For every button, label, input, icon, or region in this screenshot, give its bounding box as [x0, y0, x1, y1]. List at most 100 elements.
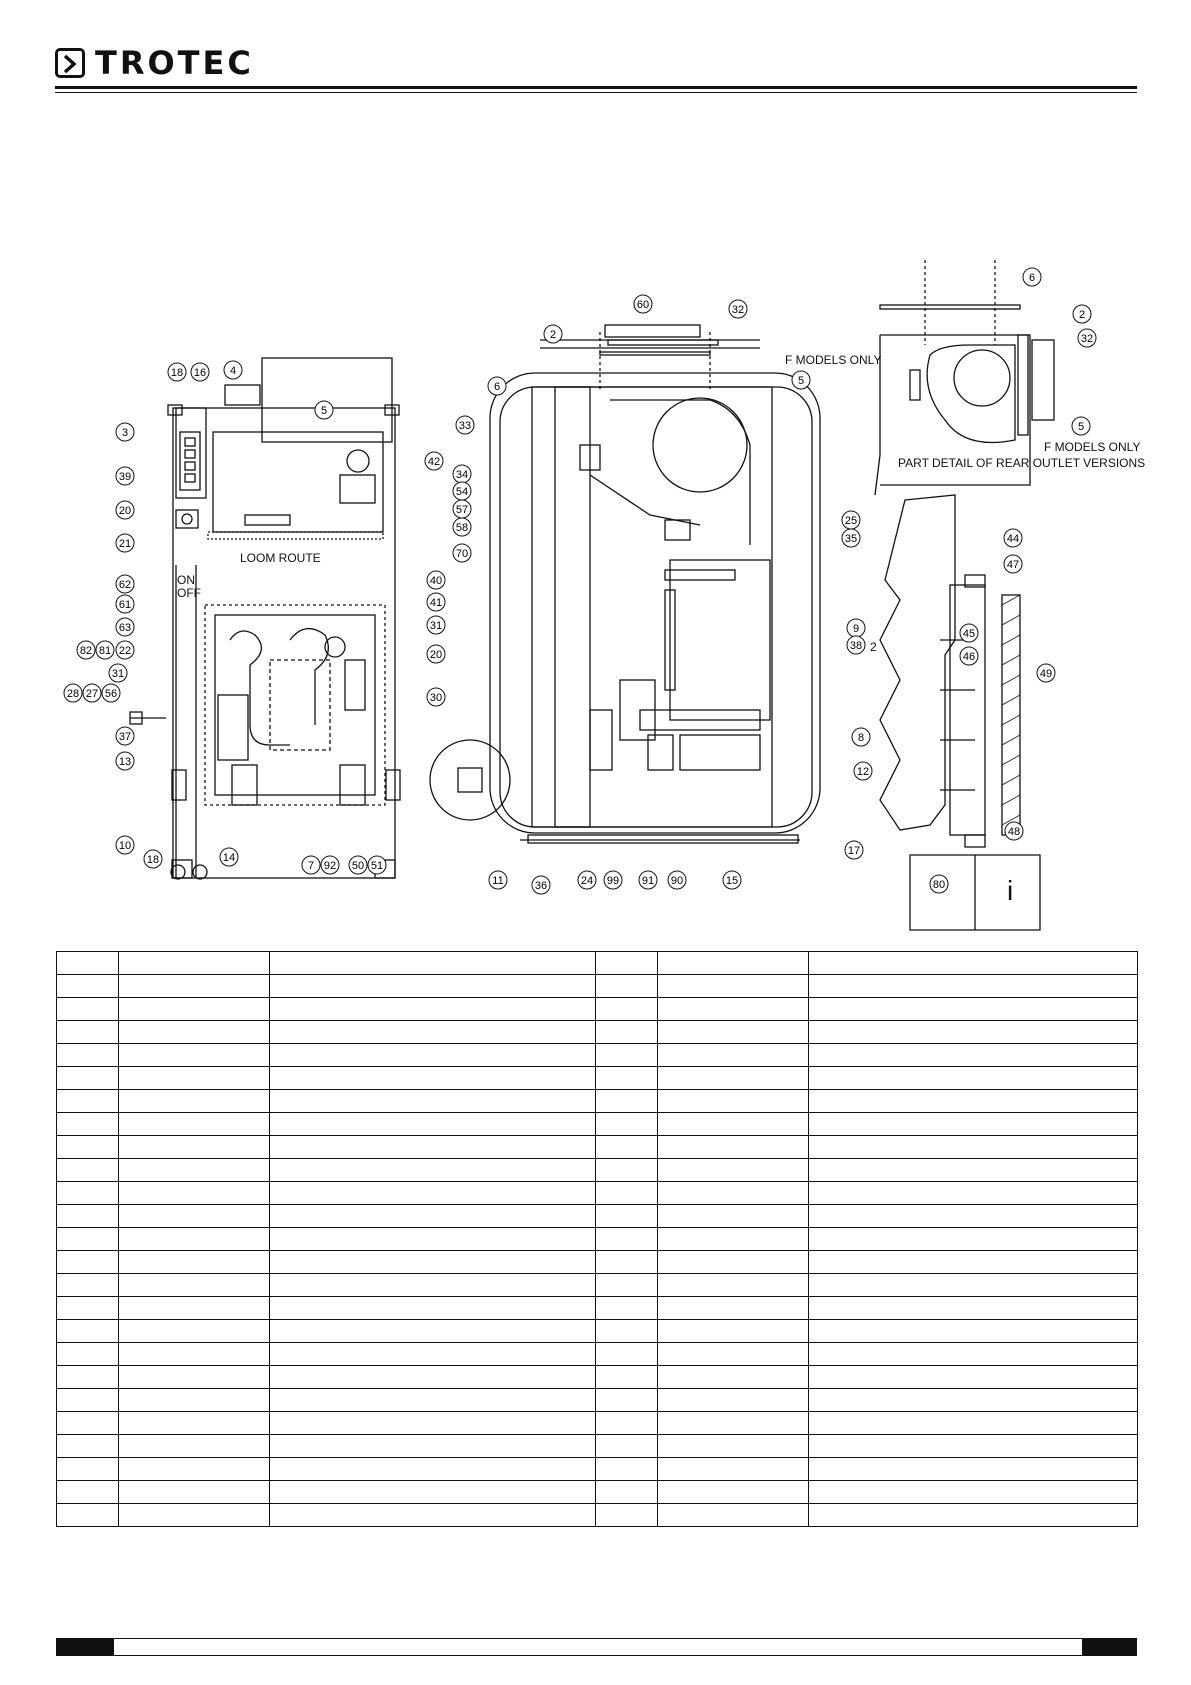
- table-cell: [595, 1296, 658, 1320]
- table-cell: [269, 1273, 596, 1297]
- table-cell: [269, 1066, 596, 1090]
- table-row: [56, 1388, 1138, 1412]
- callout-side-2: 2: [543, 324, 563, 344]
- svg-text:28: 28: [67, 688, 79, 700]
- front-casing: [172, 407, 396, 879]
- svg-text:18: 18: [171, 367, 183, 379]
- table-cell: [56, 1480, 119, 1504]
- svg-text:25: 25: [845, 515, 857, 527]
- svg-text:35: 35: [845, 533, 857, 545]
- table-cell: [118, 1273, 270, 1297]
- table-cell: [808, 1089, 1138, 1113]
- table-cell: [595, 951, 658, 975]
- table-row: [56, 1296, 1138, 1320]
- table-cell: [56, 1273, 119, 1297]
- table-cell: [269, 951, 596, 975]
- svg-text:56: 56: [105, 688, 117, 700]
- chevron-right-icon: [55, 48, 85, 78]
- table-cell: [657, 1319, 809, 1343]
- svg-text:2: 2: [550, 329, 556, 341]
- svg-text:13: 13: [119, 756, 131, 768]
- callout-side-16: 12: [853, 761, 873, 781]
- svg-text:12: 12: [857, 766, 869, 778]
- table-cell: [269, 974, 596, 998]
- table-cell: [269, 1319, 596, 1343]
- table-cell: [808, 974, 1138, 998]
- table-cell: [808, 1273, 1138, 1297]
- callout-front-1: 16: [190, 362, 210, 382]
- callout-front-30: 41: [426, 592, 446, 612]
- svg-text:34: 34: [456, 469, 468, 481]
- svg-text:16: 16: [194, 367, 206, 379]
- table-cell: [56, 997, 119, 1021]
- callout-side-3: 5: [791, 370, 811, 390]
- svg-text:57: 57: [456, 504, 468, 516]
- table-row: [56, 1457, 1138, 1481]
- table-cell: [118, 1043, 270, 1067]
- svg-text:44: 44: [1007, 533, 1019, 545]
- callout-side-6: 34: [452, 464, 472, 484]
- svg-text:82: 82: [80, 645, 92, 657]
- callout-side-20: 91: [638, 870, 658, 890]
- svg-text:11: 11: [492, 875, 503, 887]
- callout-detail-8: 49: [1036, 663, 1056, 683]
- table-cell: [56, 1043, 119, 1067]
- table-cell: [657, 1503, 809, 1527]
- svg-text:30: 30: [430, 692, 442, 704]
- svg-text:39: 39: [119, 471, 131, 483]
- table-cell: [56, 974, 119, 998]
- table-cell: [269, 1296, 596, 1320]
- table-row: [56, 1273, 1138, 1297]
- table-cell: [595, 974, 658, 998]
- table-cell: [269, 1089, 596, 1113]
- parts-drawing-svg: LOOM ROUTE ON OFF F MODELS ONLY F MODELS…: [63, 260, 1145, 931]
- table-cell: [657, 1089, 809, 1113]
- svg-text:5: 5: [1078, 421, 1084, 433]
- table-cell: [269, 1181, 596, 1205]
- table-cell: [595, 1365, 658, 1389]
- table-row: [56, 1480, 1138, 1504]
- callout-front-25: 50: [348, 855, 368, 875]
- svg-text:20: 20: [119, 505, 131, 517]
- brand-name: TROTEC: [95, 44, 254, 82]
- callout-front-20: 10: [115, 835, 135, 855]
- table-cell: [808, 1480, 1138, 1504]
- callout-side-13: 9: [846, 618, 866, 638]
- callout-front-12: 81: [95, 640, 115, 660]
- callout-detail-1: 2: [1072, 304, 1092, 324]
- table-cell: [118, 997, 270, 1021]
- svg-text:48: 48: [1008, 826, 1020, 838]
- table-cell: [56, 1457, 119, 1481]
- table-cell: [595, 1273, 658, 1297]
- table-cell: [269, 1434, 596, 1458]
- callout-front-21: 18: [143, 849, 163, 869]
- table-cell: [56, 1112, 119, 1136]
- callout-side-21: 99: [603, 870, 623, 890]
- table-cell: [657, 1250, 809, 1274]
- header-rule: [55, 86, 1137, 89]
- callout-front-10: 63: [115, 617, 135, 637]
- table-cell: [595, 1227, 658, 1251]
- table-cell: [118, 1089, 270, 1113]
- callout-front-4: 3: [115, 422, 135, 442]
- table-cell: [56, 1411, 119, 1435]
- table-cell: [118, 974, 270, 998]
- table-row: [56, 1411, 1138, 1435]
- callout-detail-7: 46: [959, 646, 979, 666]
- callout-side-11: 25: [841, 510, 861, 530]
- table-cell: [595, 1158, 658, 1182]
- svg-text:5: 5: [798, 375, 804, 387]
- table-cell: [657, 1342, 809, 1366]
- table-cell: [118, 1365, 270, 1389]
- table-cell: [56, 1319, 119, 1343]
- table-cell: [118, 1227, 270, 1251]
- svg-text:20: 20: [430, 649, 442, 661]
- svg-text:36: 36: [535, 880, 547, 892]
- table-cell: [269, 1043, 596, 1067]
- table-cell: [595, 1020, 658, 1044]
- table-cell: [118, 1480, 270, 1504]
- table-cell: [56, 1342, 119, 1366]
- table-cell: [56, 1434, 119, 1458]
- table-row: [56, 1365, 1138, 1389]
- svg-text:2: 2: [1079, 309, 1085, 321]
